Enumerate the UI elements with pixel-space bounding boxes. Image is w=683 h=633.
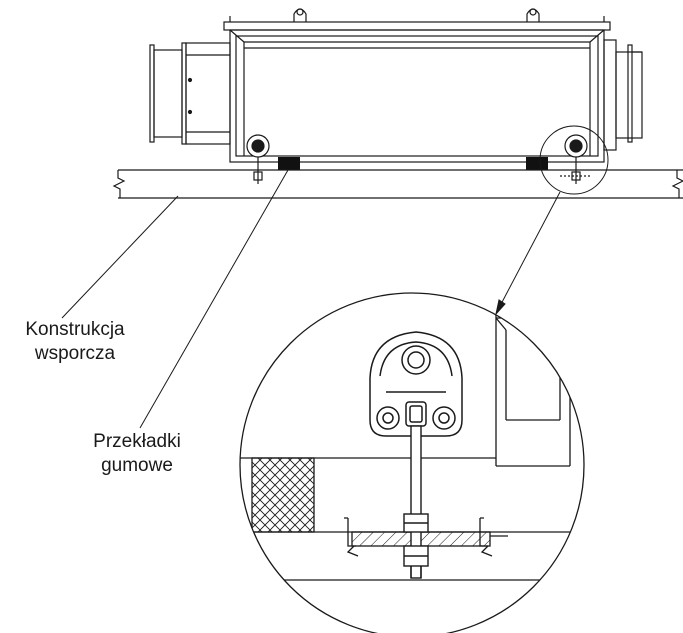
detail-threaded-rod	[403, 425, 429, 579]
label-support-structure: Konstrukcja wsporcza	[0, 318, 150, 366]
lifting-lug-right	[526, 8, 540, 22]
support-beam	[112, 169, 683, 199]
detail-rubber-pad	[251, 457, 315, 533]
label-rubber-pads-line2: gumowe	[101, 455, 173, 476]
detail-callout-circle	[539, 125, 609, 195]
label-support-structure-line2: wsporcza	[34, 343, 116, 364]
unit-casing	[223, 16, 611, 163]
detail-arrow-line	[499, 191, 561, 307]
leader-rubber-pads	[139, 169, 289, 429]
detail-view	[239, 292, 585, 633]
ventilation-unit	[149, 8, 643, 163]
detail-unit-wall	[495, 293, 571, 467]
leader-support-structure	[61, 195, 179, 319]
leader-lines	[61, 169, 561, 429]
rubber-pad-right	[526, 157, 548, 170]
left-duct-connector	[149, 42, 231, 145]
label-support-structure-line1: Konstrukcja	[25, 319, 125, 340]
mounting-bracket-left	[246, 134, 270, 184]
mounting-bracket-right	[564, 134, 588, 184]
rubber-pad-left	[278, 157, 300, 170]
label-rubber-pads: Przekładki gumowe	[62, 430, 212, 478]
lifting-lug-left	[293, 8, 307, 22]
label-rubber-pads-line1: Przekładki	[93, 431, 181, 452]
right-duct-connector	[603, 39, 643, 151]
detail-mounting-bracket	[369, 331, 463, 437]
detail-arrow-head	[495, 299, 506, 316]
